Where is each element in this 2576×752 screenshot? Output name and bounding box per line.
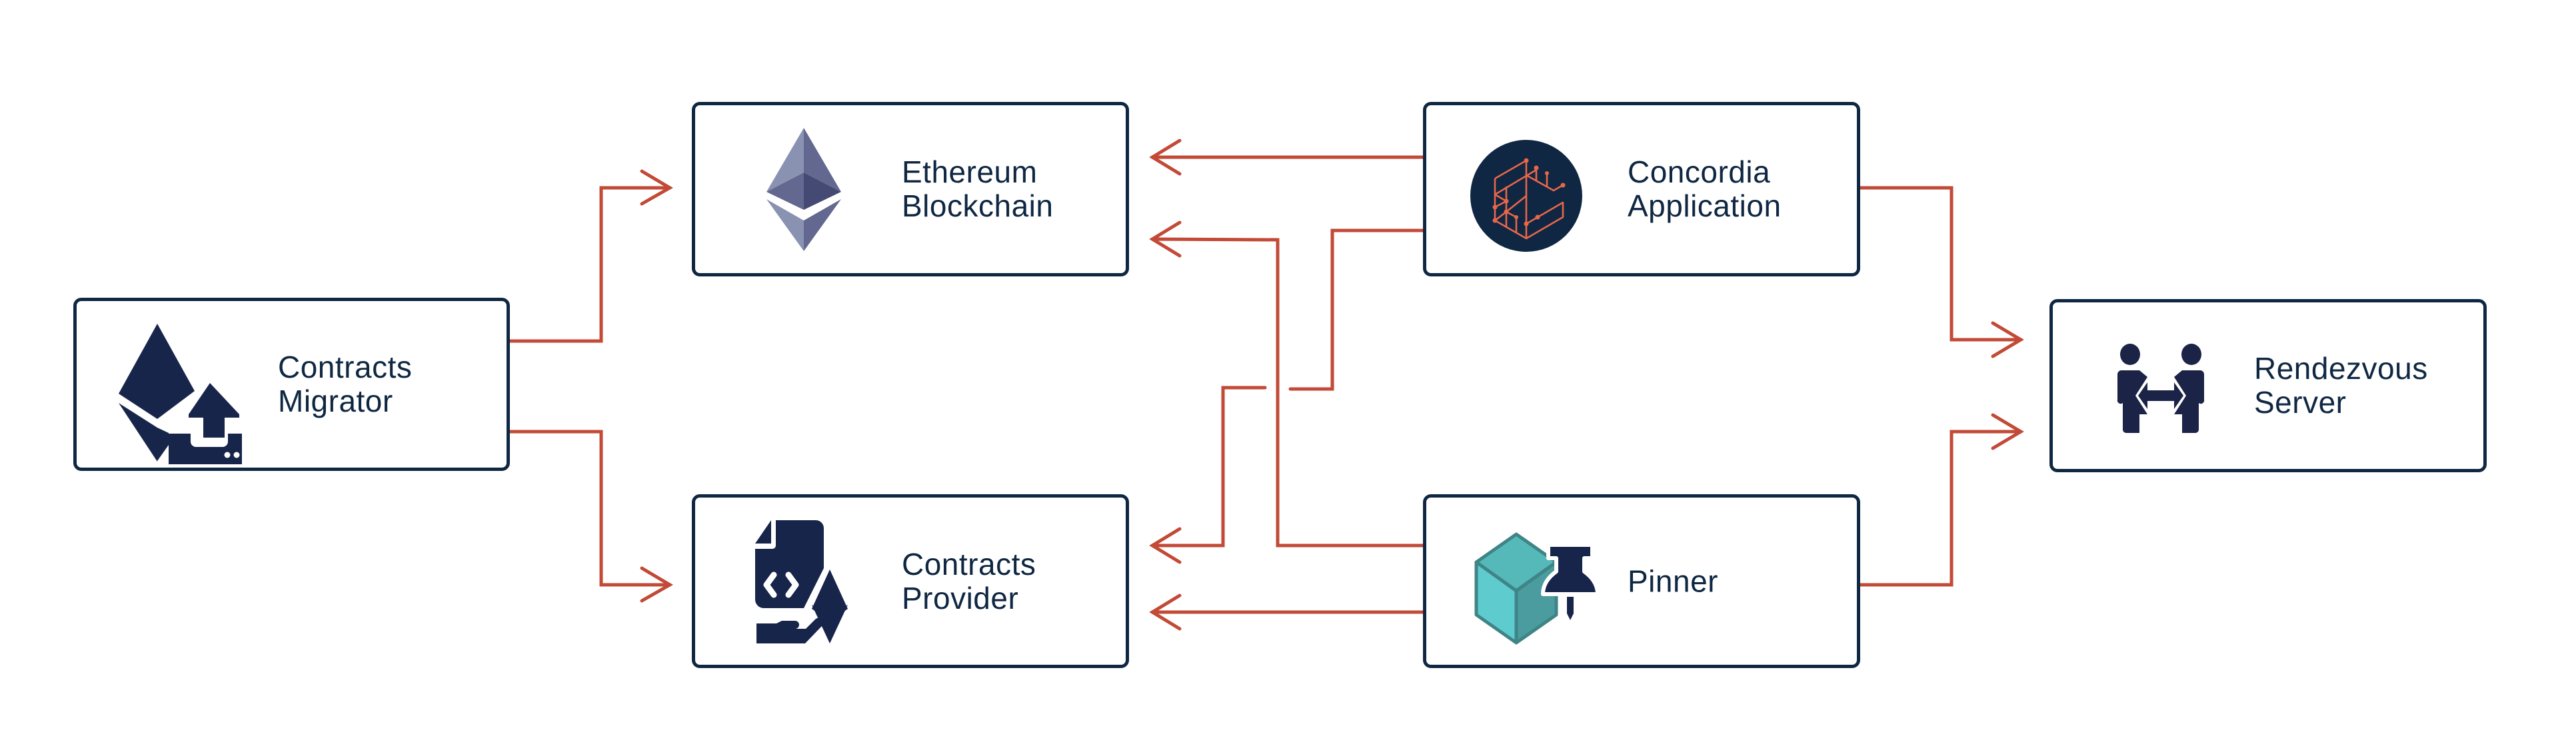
edge-migrator-to-provider	[508, 430, 673, 603]
node-title-line1: Contracts	[278, 350, 413, 384]
node-label: Concordia Application	[1628, 155, 1782, 223]
node-title-line2: Migrator	[278, 384, 393, 418]
people-exchange-icon	[2117, 344, 2205, 433]
node-contracts-migrator[interactable]: Contracts Migrator	[73, 298, 510, 471]
edge-concordia-to-provider	[1149, 228, 1425, 564]
node-label: Rendezvous Server	[2254, 352, 2428, 420]
edge-pinner-to-provider	[1149, 593, 1425, 631]
node-title-line1: Pinner	[1628, 564, 1718, 598]
node-title-line1: Rendezvous	[2254, 351, 2428, 386]
ethereum-logo-icon	[766, 128, 841, 251]
node-title-line1: Ethereum	[902, 155, 1038, 189]
edge-concordia-to-ethereum	[1149, 139, 1425, 176]
node-title-line1: Concordia	[1628, 155, 1771, 189]
node-label: Contracts Migrator	[278, 350, 412, 418]
edge-migrator-to-ethereum	[508, 169, 673, 343]
edge-concordia-to-rendezvous	[1858, 186, 2024, 358]
node-ethereum-blockchain[interactable]: Ethereum Blockchain	[692, 102, 1129, 276]
node-label: Ethereum Blockchain	[902, 155, 1053, 223]
node-concordia-application[interactable]: Concordia Application	[1423, 102, 1860, 276]
node-label: Contracts Provider	[902, 546, 1036, 615]
cube-pushpin-icon	[1474, 532, 1600, 645]
node-title-line2: Provider	[902, 580, 1019, 615]
node-rendezvous-server[interactable]: Rendezvous Server	[2049, 299, 2487, 472]
edge-pinner-to-rendezvous	[1858, 413, 2024, 587]
node-pinner[interactable]: Pinner	[1423, 494, 1860, 668]
concordia-logo-icon	[1470, 140, 1582, 252]
edge-pinner-to-ethereum	[1149, 220, 1425, 548]
ethereum-upload-icon	[119, 324, 242, 464]
node-title-line2: Blockchain	[902, 188, 1054, 223]
node-title-line1: Contracts	[902, 546, 1036, 581]
contract-document-hand-icon	[755, 520, 848, 643]
node-title-line2: Server	[2254, 385, 2347, 420]
node-contracts-provider[interactable]: Contracts Provider	[692, 494, 1129, 668]
node-label: Pinner	[1628, 564, 1718, 598]
node-title-line2: Application	[1628, 188, 1782, 223]
